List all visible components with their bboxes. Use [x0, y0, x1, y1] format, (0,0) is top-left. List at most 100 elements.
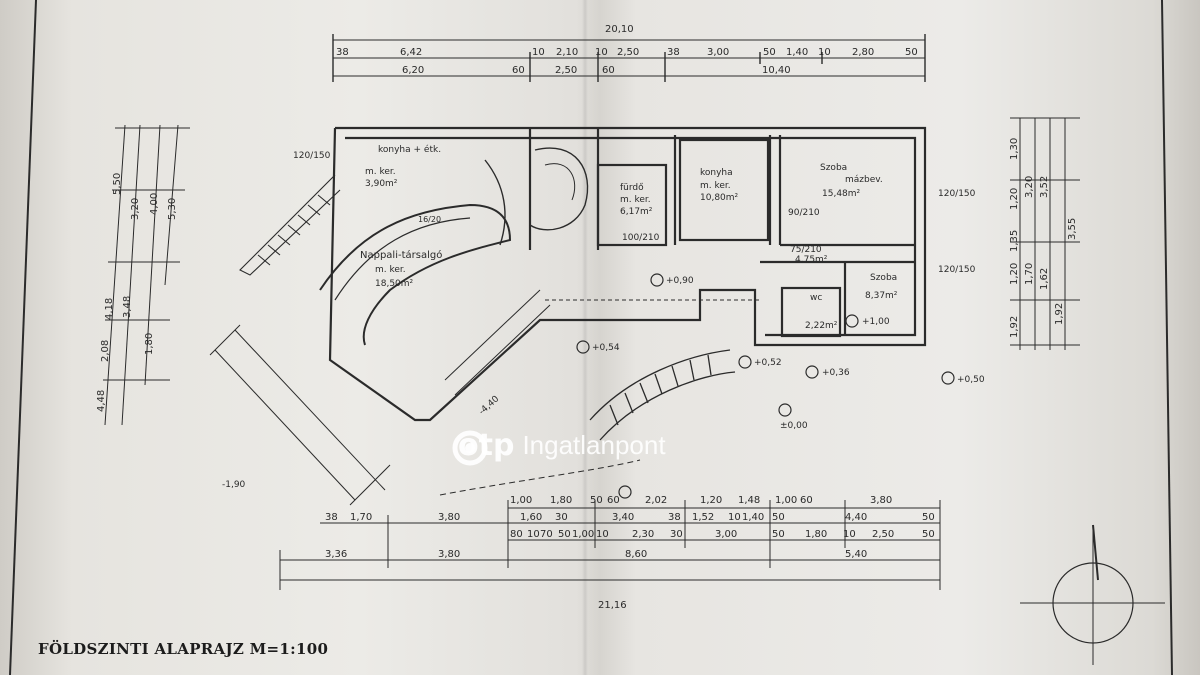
dim-label: 1,62: [1039, 268, 1050, 290]
page-border-left: [9, 0, 37, 675]
dim-label: 1,80: [550, 495, 572, 506]
level-label: ±0,00: [780, 421, 808, 431]
dim-label: 3,00: [707, 47, 729, 58]
dim-label: 38: [325, 512, 338, 523]
dim-label: 1,80: [805, 529, 827, 540]
dim-label: 50: [922, 529, 935, 540]
dim-label: 3,55: [1067, 218, 1078, 240]
room-furdo-name: fürdő: [620, 183, 644, 193]
dim-label: 10: [596, 529, 609, 540]
level-label: +0,54: [592, 343, 620, 353]
level-markers: [576, 273, 955, 499]
dim-label: 50: [772, 529, 785, 540]
dim-label: 1,80: [144, 333, 155, 355]
dim-label: 10,40: [762, 65, 791, 76]
dim-label: 2,50: [555, 65, 577, 76]
dim-label: 1,70: [1024, 263, 1035, 285]
dim-label: 1,40: [786, 47, 808, 58]
room-furdo-area: 6,17m²: [620, 207, 653, 217]
dim-label: 10: [595, 47, 608, 58]
dim-label: 50: [763, 47, 776, 58]
room-szoba1-name: Szoba: [820, 163, 847, 173]
level-label: +1,00: [862, 317, 890, 327]
dim-label: 3,36: [325, 549, 347, 560]
dim-label: 50: [590, 495, 603, 506]
dim-label: 60: [607, 495, 620, 506]
window-label: 90/210: [788, 208, 820, 218]
dim-label: 30: [555, 512, 568, 523]
dim-label: 4,18: [104, 298, 115, 320]
dim-label: 10: [728, 512, 741, 523]
dim-label: 3,80: [438, 549, 460, 560]
dim-label: 4,48: [96, 390, 107, 412]
dim-label: 5,30: [167, 198, 178, 220]
dim-label: 38: [336, 47, 349, 58]
level-label: +0,50: [957, 375, 985, 385]
room-szoba1-floor: mázbev.: [845, 175, 883, 185]
dim-label: 1,00: [572, 529, 594, 540]
dim-label: 2,50: [872, 529, 894, 540]
dim-left: [103, 124, 190, 426]
dim-label: 60: [602, 65, 615, 76]
level-label: -1,90: [222, 480, 246, 490]
dim-label: 80: [510, 529, 523, 540]
dim-label: 30: [670, 529, 683, 540]
dim-label: 1,60: [520, 512, 542, 523]
dim-label: 3,00: [715, 529, 737, 540]
dim-label: 1,35: [1009, 230, 1020, 252]
dim-label: 3,40: [612, 512, 634, 523]
room-konyha2-area: 10,80m²: [700, 193, 739, 203]
dim-label: 2,10: [556, 47, 578, 58]
room-konyha-area: 3,90m²: [365, 179, 398, 189]
dim-right: [1010, 117, 1080, 350]
dim-label: 1,48: [738, 495, 760, 506]
room-konyha2-floor: m. ker.: [700, 181, 731, 191]
room-wc-name: wc: [810, 293, 822, 303]
room-wc-area: 2,22m²: [805, 321, 838, 331]
paper-fold: [582, 0, 588, 675]
dim-label: 1,52: [692, 512, 714, 523]
dim-label: 1,00: [510, 495, 532, 506]
dim-label: 3,80: [438, 512, 460, 523]
dim-label: 2,30: [632, 529, 654, 540]
dim-label: 2,50: [617, 47, 639, 58]
dim-label: 4,40: [845, 512, 867, 523]
north-arrow: [1020, 524, 1165, 665]
window-label: 120/150: [293, 151, 331, 161]
room-furdo-floor: m. ker.: [620, 195, 651, 205]
building-outline: [328, 126, 927, 422]
room-nappali-name: Nappali-társalgó: [360, 249, 442, 261]
room-konyha-name: konyha + étk.: [378, 144, 441, 155]
dim-label: 4,00: [149, 193, 160, 215]
room-nappali-area: 18,50m²: [375, 279, 414, 289]
dim-label: 50: [905, 47, 918, 58]
room-szoba1-area: 15,48m²: [822, 189, 861, 199]
dim-label: 50: [772, 512, 785, 523]
left-stair: [239, 174, 341, 276]
dim-label: 1,00: [775, 495, 797, 506]
room-eloter-area: 4,75m²: [795, 255, 828, 265]
dim-top-total: 20,10: [605, 24, 634, 35]
watermark-suffix: Ingatlanpont: [522, 430, 666, 460]
dim-label: 1,70: [350, 512, 372, 523]
dim-label: 3,80: [870, 495, 892, 506]
front-stair: [589, 349, 736, 441]
dim-label: 2,80: [852, 47, 874, 58]
dim-label: 1,30: [1009, 138, 1020, 160]
dim-label: 10: [818, 47, 831, 58]
dim-label: 1,92: [1009, 316, 1020, 338]
room-szoba2-name: Szoba: [870, 273, 897, 283]
level-label: +0,52: [754, 358, 782, 368]
dim-label: 5,40: [845, 549, 867, 560]
dim-label: 10: [527, 529, 540, 540]
dim-label: 1,20: [700, 495, 722, 506]
dim-label: 1,20: [1009, 188, 1020, 210]
page-border-right: [1161, 0, 1173, 675]
dim-label: 3,48: [122, 296, 133, 318]
dim-label: 60: [512, 65, 525, 76]
room-nappali-floor: m. ker.: [375, 265, 406, 275]
dim-label: 3,20: [130, 198, 141, 220]
dim-label: 1,40: [742, 512, 764, 523]
